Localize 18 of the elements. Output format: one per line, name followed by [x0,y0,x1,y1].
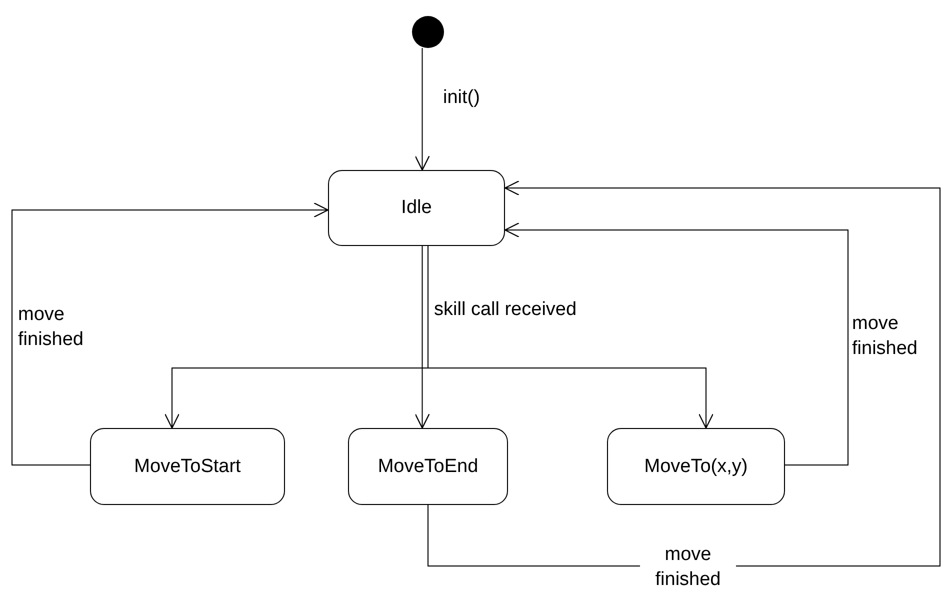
arrow [504,222,848,466]
initial-state-dot [412,16,444,48]
edge-label: move finished [18,303,84,352]
state-box [90,428,285,505]
arrow [414,246,430,429]
state-name: MoveTo(x,y) [644,456,748,478]
state-name: Idle [401,197,432,219]
state-box [348,428,508,505]
state-box [328,170,505,246]
state-box [607,428,785,505]
edge-label: move finished [852,312,918,361]
state-name: MoveToEnd [378,456,478,478]
arrow [428,180,940,566]
arrow [12,202,329,466]
state-name: MoveToStart [134,456,241,478]
edge-label: init() [443,86,480,110]
arrow [414,48,430,171]
edge-label: skill call received [434,298,577,322]
